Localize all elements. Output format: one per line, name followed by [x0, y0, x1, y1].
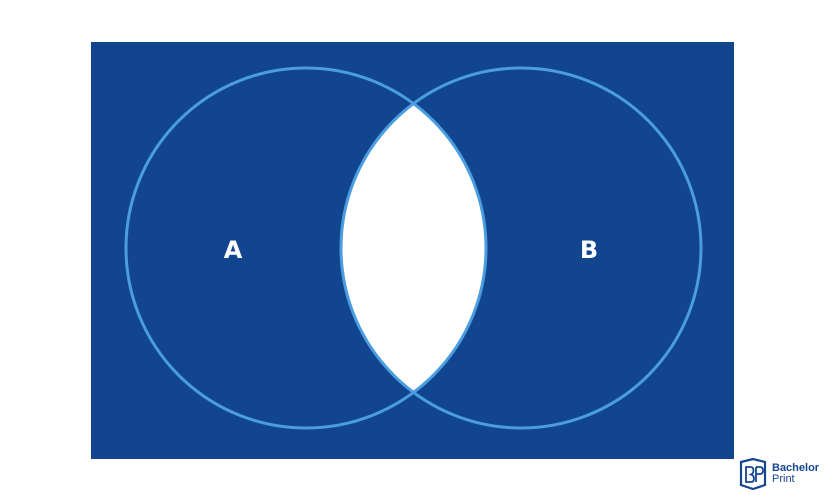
set-a-label: A — [224, 236, 243, 264]
intersection-a-and-b — [341, 68, 486, 428]
venn-diagram: A B — [91, 42, 734, 459]
set-b-label: B — [580, 236, 598, 264]
venn-canvas: A B — [91, 42, 734, 459]
set-a-circle — [124, 66, 488, 430]
bachelorprint-logo: Bachelor Print — [738, 456, 822, 492]
brand-name-line-1: Bachelor — [772, 462, 820, 474]
bachelorprint-logo-icon — [739, 458, 767, 490]
brand-name-line-2: Print — [772, 473, 795, 485]
bachelorprint-wordmark: Bachelor Print — [772, 463, 819, 485]
set-b-circle — [339, 66, 703, 430]
